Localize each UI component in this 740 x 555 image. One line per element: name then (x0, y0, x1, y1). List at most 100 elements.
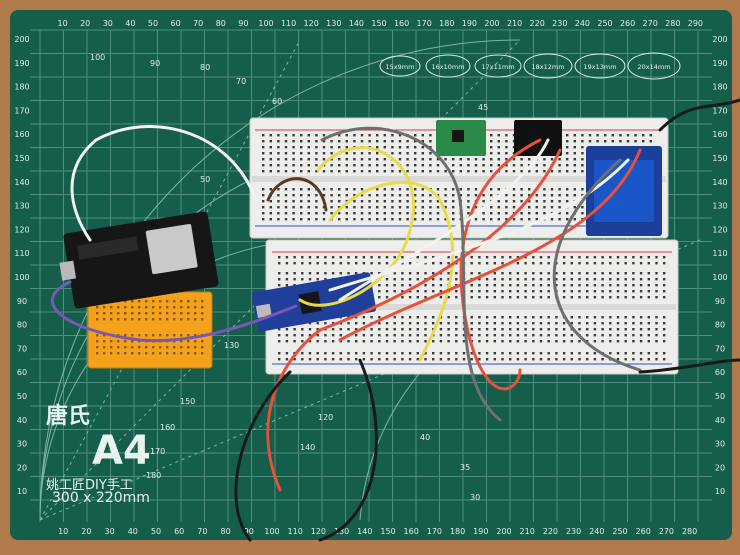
ruler-bottom-label: 280 (682, 527, 697, 536)
ruler-right-label: 160 (712, 130, 727, 139)
ruler-right-label: 120 (712, 225, 727, 234)
ruler-bottom-label: 50 (151, 527, 161, 536)
ruler-left-label: 170 (14, 106, 29, 115)
circle-size-label: 17x11mm (481, 63, 514, 71)
ruler-right-label: 40 (715, 416, 725, 425)
ruler-bottom-label: 190 (473, 527, 488, 536)
wire-black-4 (318, 358, 378, 542)
circle-size-label: 15x9mm (386, 63, 415, 71)
ruler-top-label: 170 (417, 19, 432, 28)
ruler-top-label: 160 (394, 19, 409, 28)
ruler-top-label: 140 (349, 19, 364, 28)
ruler-right-label: 150 (712, 154, 727, 163)
jumper-wires (50, 98, 740, 542)
ruler-right-label: 190 (712, 59, 727, 68)
wire-yellow-2 (328, 181, 455, 362)
arc-angle-label: 130 (224, 341, 239, 350)
ruler-top-label: 240 (575, 19, 590, 28)
arc-angle-label: 70 (236, 77, 246, 86)
ruler-right-label: 170 (712, 106, 727, 115)
ruler-top-label: 280 (665, 19, 680, 28)
ruler-top-label: 230 (552, 19, 567, 28)
arduino-nano-board (251, 272, 377, 332)
ruler-top-label: 180 (439, 19, 454, 28)
circle-size-label: 20x14mm (637, 63, 670, 71)
ruler-right-label: 140 (712, 178, 727, 187)
ruler-bottom-label: 60 (174, 527, 184, 536)
circle-size-label: 16x10mm (431, 63, 464, 71)
ruler-left-label: 20 (17, 463, 27, 472)
wire-purple (50, 280, 298, 343)
ruler-bottom-label: 40 (128, 527, 138, 536)
ruler-top-label: 210 (507, 19, 522, 28)
ruler-top-label: 270 (643, 19, 658, 28)
ruler-top-label: 40 (125, 19, 135, 28)
wire-red-2 (266, 148, 562, 492)
ruler-bottom-label: 270 (659, 527, 674, 536)
wire-black-3 (234, 370, 292, 542)
ruler-top-label: 250 (597, 19, 612, 28)
arc-angle-label: 100 (90, 53, 105, 62)
ruler-left-label: 10 (17, 487, 27, 496)
ruler-bottom-label: 230 (566, 527, 581, 536)
ruler-top-label: 20 (80, 19, 90, 28)
ruler-top-label: 50 (148, 19, 158, 28)
ruler-bottom-label: 20 (81, 527, 91, 536)
ruler-left-label: 130 (14, 202, 29, 211)
ruler-right-label: 180 (712, 83, 727, 92)
arc-angle-label: 40 (420, 433, 430, 442)
wire-white-long (70, 125, 258, 242)
ruler-left-label: 160 (14, 130, 29, 139)
ruler-left-label: 70 (17, 344, 27, 353)
ruler-right-label: 60 (715, 368, 725, 377)
circle-size-label: 19x13mm (583, 63, 616, 71)
ruler-left-label: 50 (17, 392, 27, 401)
ruler-top-label: 290 (688, 19, 703, 28)
ruler-top-label: 90 (238, 19, 248, 28)
ruler-bottom-label: 160 (404, 527, 419, 536)
ruler-left-label: 90 (17, 297, 27, 306)
ruler-top-label: 110 (281, 19, 296, 28)
arc-angle-label: 180 (146, 471, 161, 480)
ruler-bottom-label: 170 (427, 527, 442, 536)
wire-white-3 (328, 158, 630, 292)
arc-angle-label: 35 (460, 463, 470, 472)
wire-red-3 (338, 148, 642, 342)
ruler-left-label: 120 (14, 225, 29, 234)
arc-angle-label: 60 (272, 97, 282, 106)
ruler-bottom-label: 30 (105, 527, 115, 536)
mat-size-label: A4 (92, 428, 151, 474)
ruler-left-label: 100 (14, 273, 29, 282)
ruler-bottom-label: 10 (58, 527, 68, 536)
ruler-bottom-label: 90 (244, 527, 254, 536)
ruler-left-label: 150 (14, 154, 29, 163)
ruler-bottom-label: 260 (636, 527, 651, 536)
ruler-left-label: 190 (14, 59, 29, 68)
ruler-bottom-label: 250 (612, 527, 627, 536)
ruler-bottom-label: 140 (357, 527, 372, 536)
ruler-left-label: 80 (17, 321, 27, 330)
wire-brown (266, 177, 328, 212)
ruler-bottom-label: 200 (496, 527, 511, 536)
ruler-bottom-label: 220 (543, 527, 558, 536)
mini-breadboard (87, 291, 213, 369)
ruler-bottom-label: 130 (334, 527, 349, 536)
ruler-bottom-label: 120 (311, 527, 326, 536)
ruler-bottom-label: 150 (380, 527, 395, 536)
ruler-bottom-label: 70 (197, 527, 207, 536)
arc-angle-label: 50 (200, 175, 210, 184)
arc-angle-label: 160 (160, 423, 175, 432)
oled-display-module (586, 146, 662, 236)
arc-angle-label: 170 (150, 447, 165, 456)
ruler-right-label: 100 (712, 273, 727, 282)
ruler-top-label: 70 (193, 19, 203, 28)
ruler-top-label: 100 (258, 19, 273, 28)
arc-angle-label: 120 (318, 413, 333, 422)
ruler-bottom-label: 210 (520, 527, 535, 536)
ruler-top-label: 10 (58, 19, 68, 28)
ruler-left-label: 180 (14, 83, 29, 92)
ruler-top-label: 150 (371, 19, 386, 28)
ruler-left-label: 140 (14, 178, 29, 187)
ruler-right-label: 80 (715, 321, 725, 330)
